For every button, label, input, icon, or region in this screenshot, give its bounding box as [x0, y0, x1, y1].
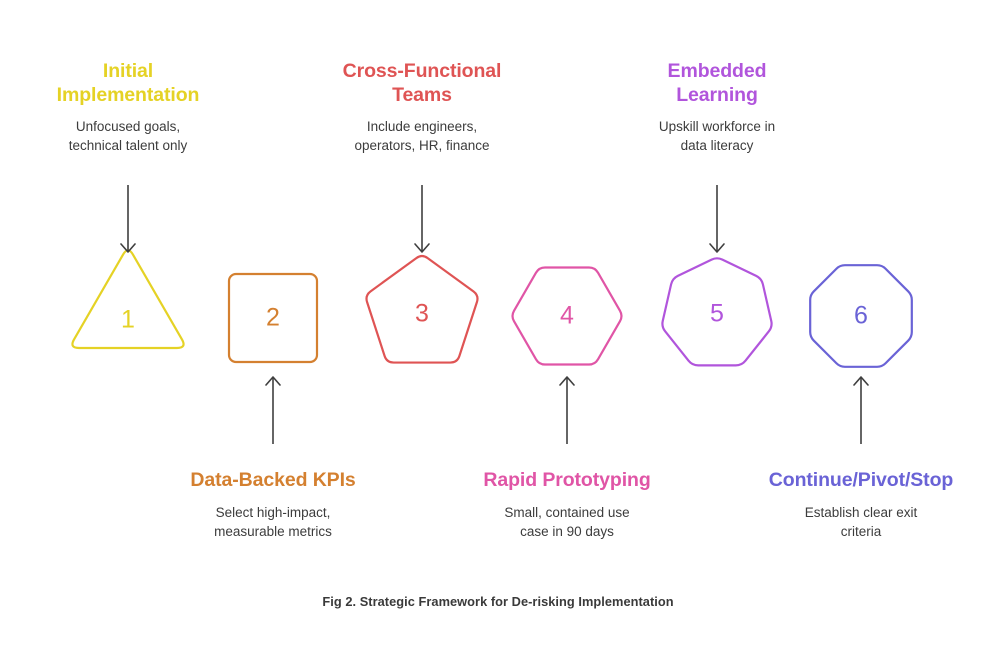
figure-caption: Fig 2. Strategic Framework for De-riskin…	[322, 594, 674, 609]
step-title-5: Embedded Learning	[667, 60, 767, 106]
step-title-3: Cross-Functional Teams	[342, 60, 502, 106]
step-title-2: Data-Backed KPIs	[190, 469, 356, 491]
arrow-head	[709, 243, 725, 253]
shape-hexagon-4[interactable]	[511, 266, 623, 366]
shape-octagon-6[interactable]	[809, 264, 913, 368]
arrow-head	[853, 376, 869, 386]
step-title-4: Rapid Prototyping	[483, 469, 651, 491]
arrow-down-1	[120, 185, 136, 253]
arrow-head	[265, 376, 281, 386]
shape-number-5: 5	[710, 299, 724, 328]
arrow-up-4	[559, 376, 575, 444]
step-description-5: Upskill workforce in data literacy	[658, 119, 776, 153]
arrow-head	[120, 243, 136, 253]
arrow-down-5	[709, 185, 725, 253]
shape-number-4: 4	[560, 301, 574, 330]
arrow-head	[559, 376, 575, 386]
arrow-head	[414, 243, 430, 253]
step-title-1: Initial Implementation	[56, 60, 200, 106]
step-description-6: Establish clear exit criteria	[804, 505, 918, 539]
step-description-4: Small, contained use case in 90 days	[504, 505, 630, 539]
shape-number-6: 6	[854, 301, 868, 330]
arrow-down-3	[414, 185, 430, 253]
shape-number-3: 3	[415, 299, 429, 328]
step-description-3: Include engineers, operators, HR, financ…	[354, 119, 490, 153]
step-description-1: Unfocused goals, technical talent only	[68, 119, 188, 153]
arrow-up-2	[265, 376, 281, 444]
shape-pentagon-3[interactable]	[365, 254, 479, 364]
arrow-up-6	[853, 376, 869, 444]
shape-number-2: 2	[266, 303, 280, 332]
shape-square-2[interactable]	[227, 272, 319, 364]
shape-number-1: 1	[121, 305, 135, 334]
shape-heptagon-5[interactable]	[661, 257, 773, 367]
step-description-2: Select high-impact, measurable metrics	[214, 505, 332, 539]
step-title-6: Continue/Pivot/Stop	[768, 469, 954, 491]
